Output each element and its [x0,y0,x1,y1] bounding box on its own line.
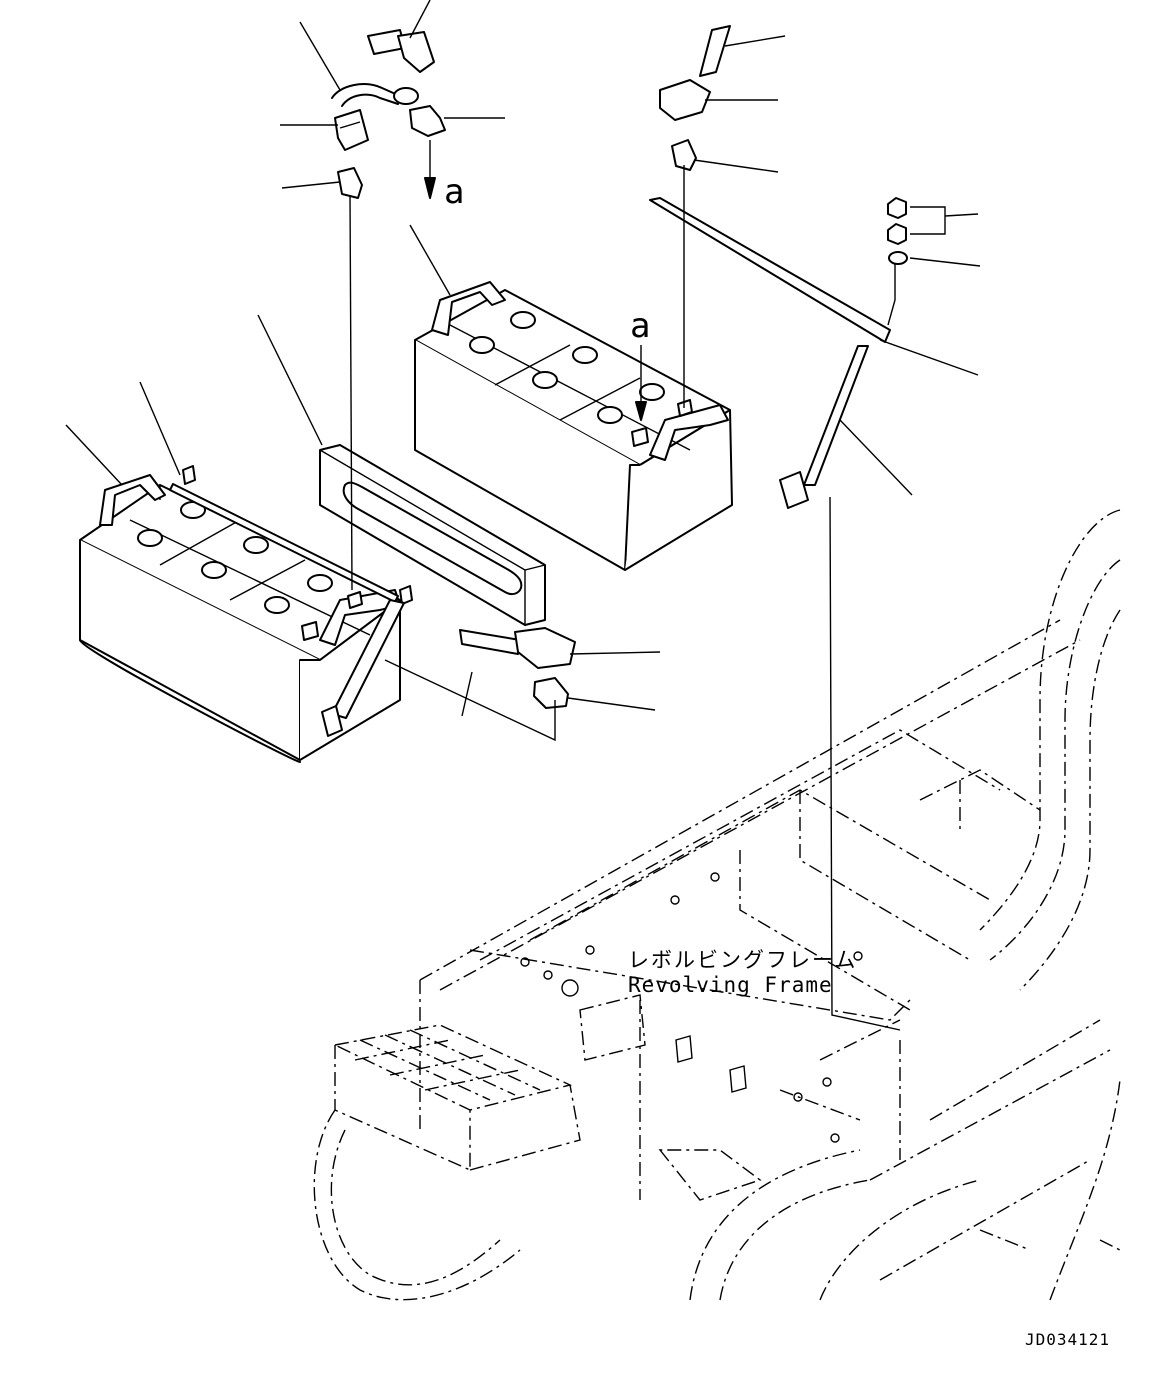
right-battery [414,281,733,571]
top-parts [331,25,908,709]
view-arrows [424,140,647,421]
left-battery [79,465,413,763]
leader-lines [65,0,981,1031]
view-arrow-label-battery: a [630,306,650,346]
revolving-frame [313,509,1121,1301]
frame-label-jp: レボルビングフレーム [628,948,857,972]
drawing-number: JD034121 [1025,1330,1110,1349]
spacer-plate [319,444,546,626]
view-arrow-label-top: a [444,172,464,212]
frame-label-en: Revolving Frame [628,973,833,997]
